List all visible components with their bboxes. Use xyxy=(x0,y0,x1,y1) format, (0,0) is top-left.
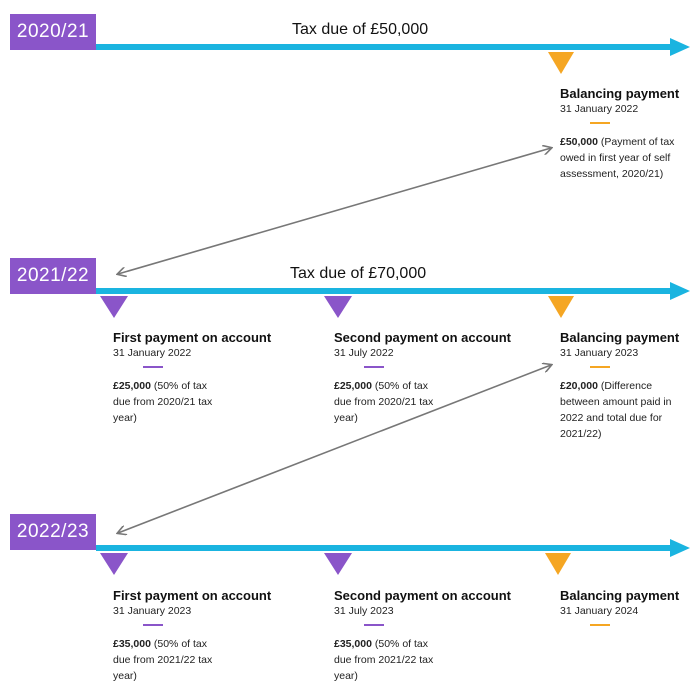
timeline-2020-21 xyxy=(96,38,690,74)
timeline-2022-23 xyxy=(96,539,690,575)
payment-description: £20,000 (Difference between amount paid … xyxy=(560,378,692,442)
payment-title: Balancing payment xyxy=(560,86,680,101)
payment-card: Balancing payment 31 January 2023 £20,00… xyxy=(560,330,700,442)
payment-amount: £25,000 xyxy=(113,380,151,392)
year-label-2021-22: 2021/22 xyxy=(10,258,96,294)
payment-title: Balancing payment xyxy=(560,588,680,603)
payment-date: 31 January 2024 xyxy=(560,605,639,617)
payment-description: £25,000 (50% of tax due from 2020/21 tax… xyxy=(113,378,225,426)
payment-description: £35,000 (50% of tax due from 2021/22 tax… xyxy=(334,636,446,684)
payment-date: 31 January 2023 xyxy=(113,605,192,617)
payment-note: (Difference between amount paid in 2022 … xyxy=(560,380,672,440)
payment-card: Balancing payment 31 January 2022 £50,00… xyxy=(560,86,700,182)
payment-date: 31 January 2022 xyxy=(560,103,639,115)
payment-note: (50% of tax due from 2020/21 tax year) xyxy=(113,380,213,424)
payment-description: £35,000 (50% of tax due from 2021/22 tax… xyxy=(113,636,225,684)
tax-due-label: Tax due of £50,000 xyxy=(292,21,429,38)
timeline-arrowhead xyxy=(670,38,690,56)
divider xyxy=(364,366,384,368)
payment-amount: £35,000 xyxy=(334,638,372,650)
tax-due-label: Tax due of £70,000 xyxy=(290,265,427,282)
divider xyxy=(364,624,384,626)
payment-title: Second payment on account xyxy=(334,330,511,345)
payment-on-account-marker xyxy=(100,553,128,575)
payment-card: Second payment on account 31 July 2023 £… xyxy=(334,588,514,684)
payment-on-account-marker xyxy=(324,296,352,318)
timeline-bar xyxy=(96,545,672,551)
payment-on-account-marker xyxy=(324,553,352,575)
payment-date: 31 July 2023 xyxy=(334,605,394,617)
year-label-2022-23: 2022/23 xyxy=(10,514,96,550)
payment-title: First payment on account xyxy=(113,330,272,345)
payment-note: (50% of tax due from 2021/22 tax year) xyxy=(113,638,213,682)
payment-amount: £35,000 xyxy=(113,638,151,650)
balancing-marker xyxy=(548,52,574,74)
payment-amount: £50,000 xyxy=(560,136,598,148)
divider xyxy=(143,624,163,626)
payment-date: 31 January 2023 xyxy=(560,347,639,359)
connector-arrow xyxy=(118,365,551,533)
payment-title: First payment on account xyxy=(113,588,272,603)
divider xyxy=(590,122,610,124)
divider xyxy=(590,624,610,626)
payment-note: (50% of tax due from 2021/22 tax year) xyxy=(334,638,434,682)
connector-arrow xyxy=(118,148,551,274)
year-label-2020-21: 2020/21 xyxy=(10,14,96,50)
payment-title: Second payment on account xyxy=(334,588,511,603)
timeline-arrowhead xyxy=(670,282,690,300)
timeline-bar xyxy=(96,288,672,294)
payment-amount: £25,000 xyxy=(334,380,372,392)
balancing-marker xyxy=(548,296,574,318)
payment-date: 31 January 2022 xyxy=(113,347,192,359)
payment-note: (50% of tax due from 2020/21 tax year) xyxy=(334,380,434,424)
payment-card: Second payment on account 31 July 2022 £… xyxy=(334,330,514,426)
timeline-2021-22 xyxy=(96,282,690,318)
divider xyxy=(590,366,610,368)
payment-card: First payment on account 31 January 2022… xyxy=(113,330,293,426)
timeline-arrowhead xyxy=(670,539,690,557)
divider xyxy=(143,366,163,368)
payment-on-account-marker xyxy=(100,296,128,318)
payment-amount: £20,000 xyxy=(560,380,598,392)
payment-date: 31 July 2022 xyxy=(334,347,394,359)
timeline-bar xyxy=(96,44,672,50)
payment-card: Balancing payment 31 January 2024 xyxy=(560,588,700,636)
payment-description: £50,000 (Payment of tax owed in first ye… xyxy=(560,134,685,182)
balancing-marker xyxy=(545,553,571,575)
payment-description: £25,000 (50% of tax due from 2020/21 tax… xyxy=(334,378,446,426)
payment-note: (Payment of tax owed in first year of se… xyxy=(560,136,675,180)
payment-title: Balancing payment xyxy=(560,330,680,345)
payment-card: First payment on account 31 January 2023… xyxy=(113,588,293,684)
